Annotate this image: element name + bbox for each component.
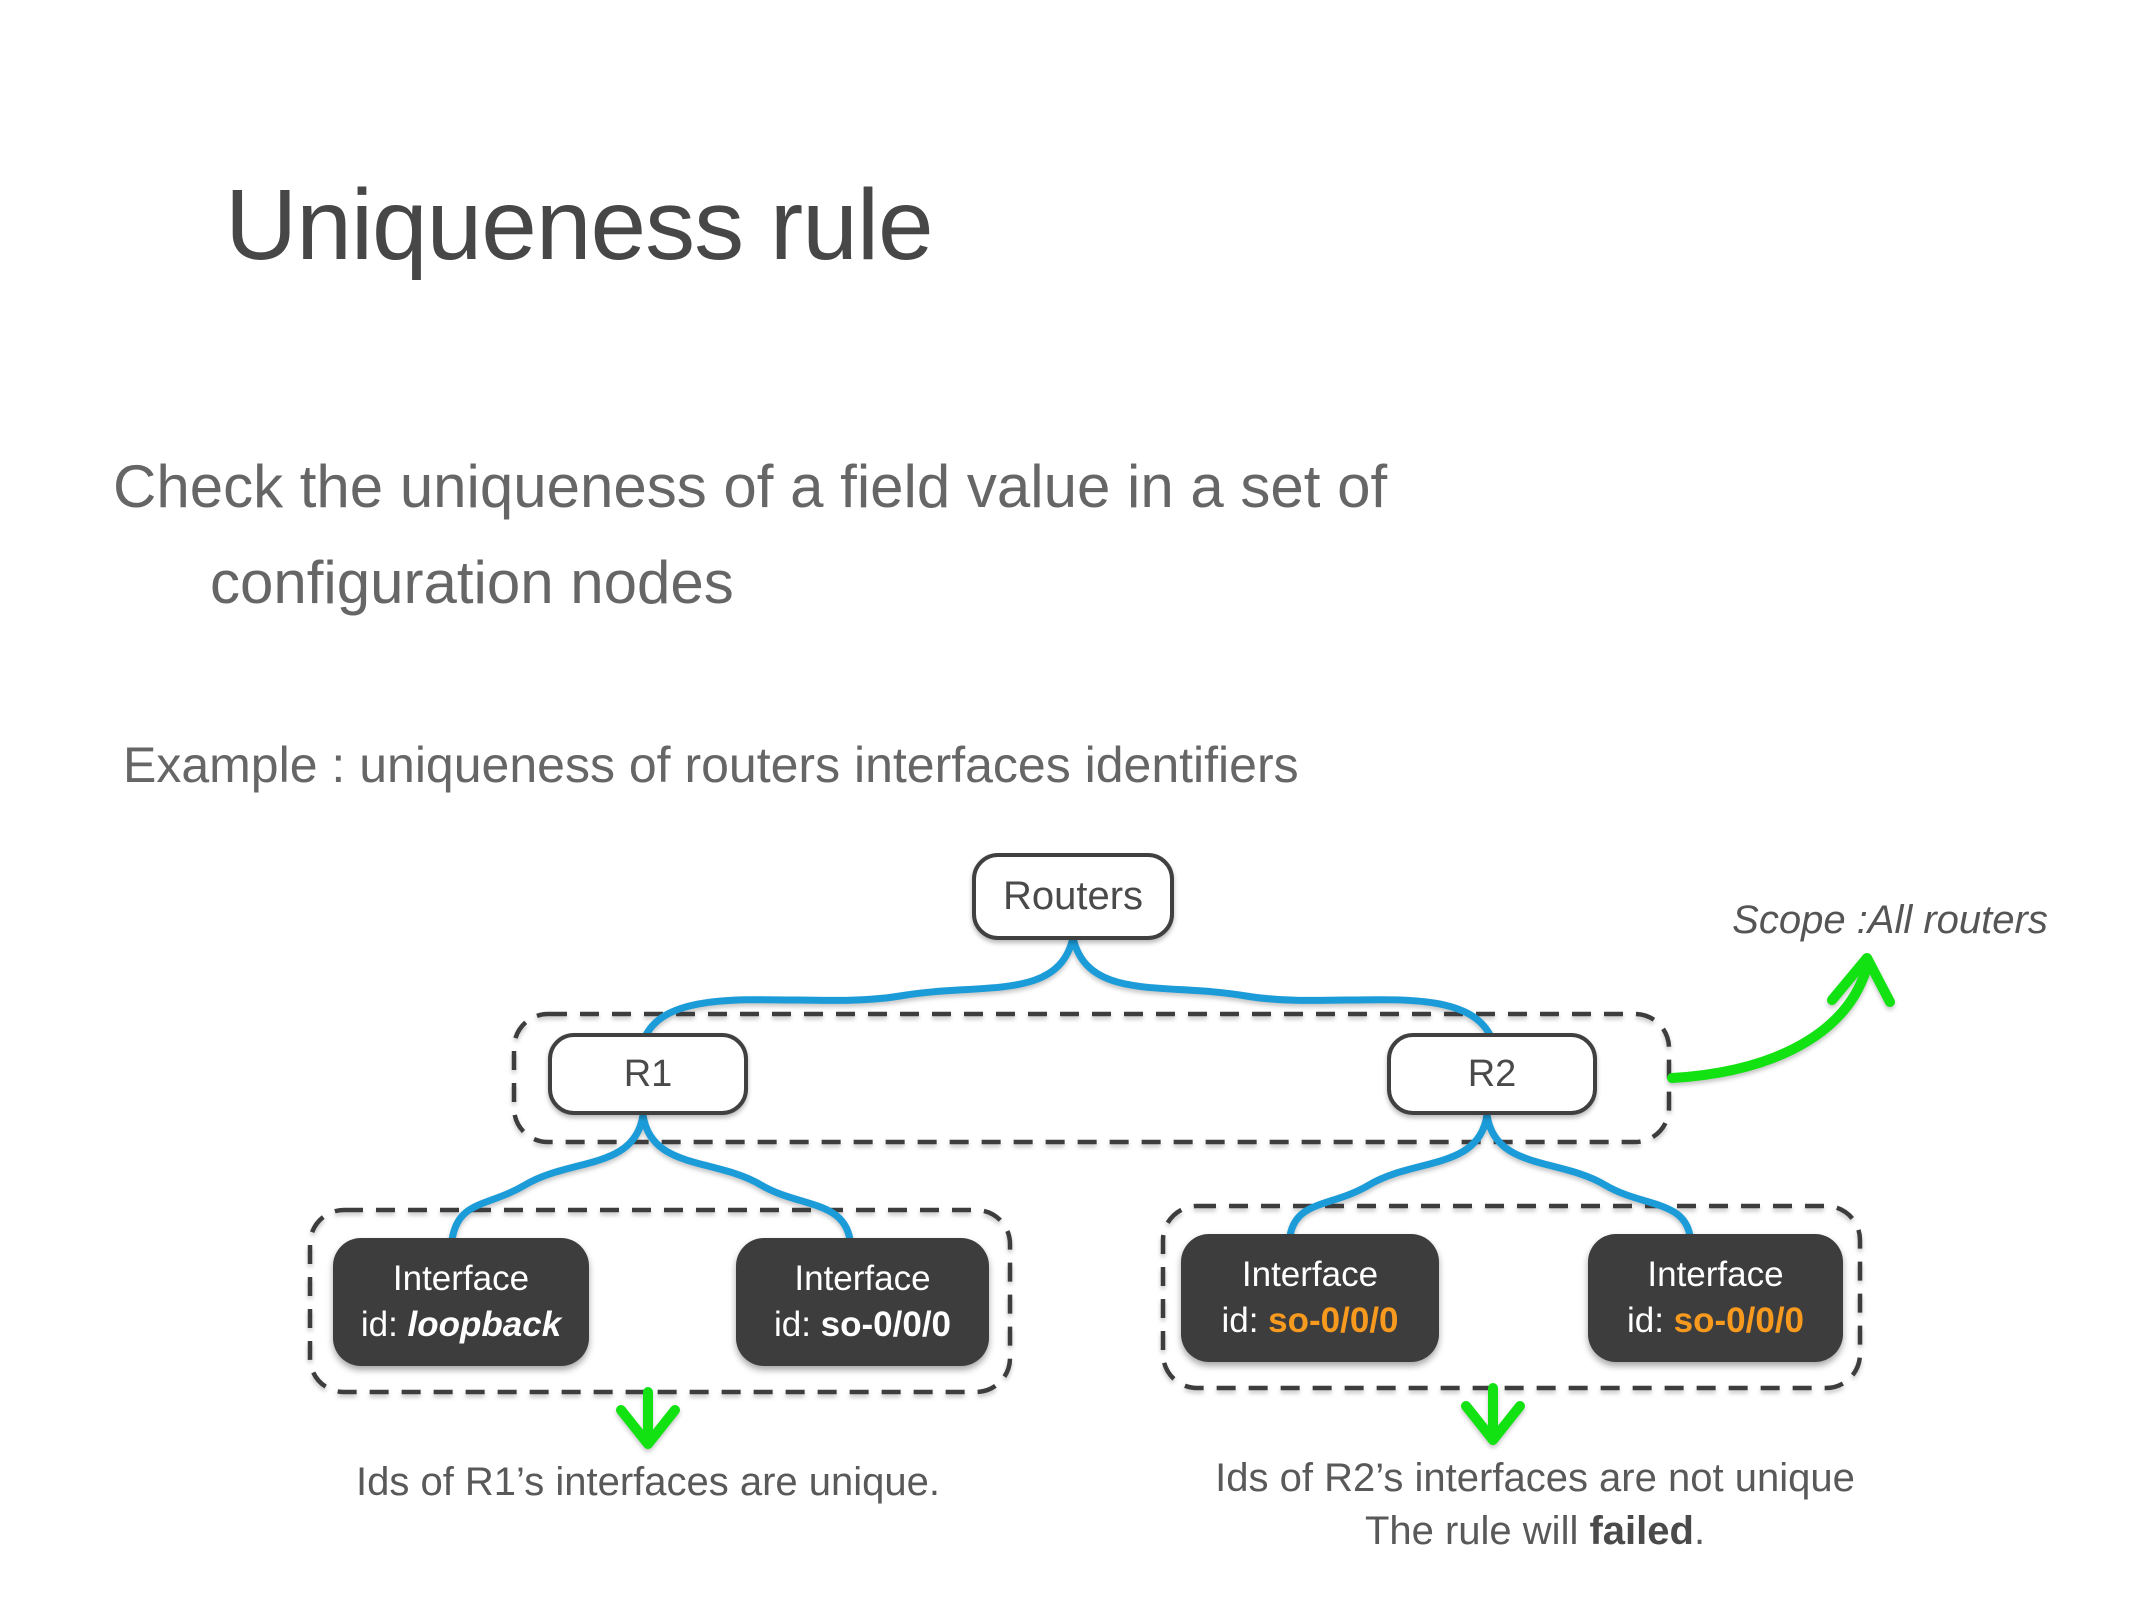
interface-node-r2-so000-first: Interface id: so-0/0/0 (1181, 1234, 1439, 1362)
r2-caption-line2: The rule will failed. (1364, 1508, 1706, 1553)
body-text-line1: Check the uniqueness of a field value in… (113, 453, 1388, 520)
interface-id-line: id: so-0/0/0 (1221, 1301, 1399, 1340)
scope-arrow-head-icon (1827, 953, 1895, 1007)
interface-node-r1-loopback: Interface id: loopback (333, 1238, 589, 1366)
interface-title: Interface (1241, 1254, 1379, 1294)
r1-unique-down-arrow-icon (616, 1387, 680, 1449)
interface-id-line: id: so-0/0/0 (1626, 1301, 1805, 1340)
interface-id-line: id: so-0/0/0 (773, 1305, 952, 1344)
interface-id-value: loopback (407, 1305, 562, 1344)
r2-not-unique-down-arrow-icon (1461, 1383, 1525, 1445)
r1-unique-caption: Ids of R1’s interfaces are unique. (355, 1460, 941, 1504)
interface-node-r2-so000-second: Interface id: so-0/0/0 (1588, 1234, 1843, 1362)
interface-id-value: so-0/0/0 (820, 1305, 952, 1344)
body-text-line2: configuration nodes (210, 549, 734, 616)
r2-not-unique-caption: Ids of R2’s interfaces are not unique Th… (1135, 1452, 1935, 1558)
example-label: Example : uniqueness of routers interfac… (123, 737, 1299, 793)
slide-title: Uniqueness rule (225, 169, 934, 281)
connector-r1-to-interface1 (448, 1111, 647, 1244)
connector-r2-to-interface3 (1286, 1111, 1491, 1240)
r2-caption-line1: Ids of R2’s interfaces are not unique (1215, 1456, 1855, 1500)
routers-root-node: Routers (972, 853, 1174, 940)
r2-interfaces-dashed-frame (1160, 1203, 1863, 1391)
router-node-r2: R2 (1387, 1033, 1597, 1115)
connector-routers-to-r2 (1069, 934, 1494, 1039)
interface-node-r1-so000: Interface id: so-0/0/0 (736, 1238, 989, 1366)
failed-word: failed (1589, 1508, 1694, 1553)
scope-annotation: Scope :All routers (1732, 898, 2048, 942)
interface-title: Interface (794, 1258, 931, 1298)
routers-root-label: Routers (1002, 874, 1144, 918)
router-r1-label: R1 (623, 1052, 673, 1095)
router-r2-label: R2 (1467, 1052, 1517, 1095)
interface-id-line: id: loopback (360, 1305, 562, 1344)
r1-interfaces-dashed-frame (307, 1207, 1013, 1395)
connector-routers-to-r1 (642, 934, 1077, 1039)
interface-title: Interface (392, 1258, 530, 1298)
router-node-r1: R1 (548, 1033, 748, 1115)
connector-r2-to-interface4 (1483, 1111, 1694, 1240)
interface-id-value-duplicate: so-0/0/0 (1268, 1301, 1399, 1340)
interface-title: Interface (1647, 1254, 1784, 1294)
interface-id-value-duplicate: so-0/0/0 (1673, 1301, 1805, 1340)
scope-arrow-curve (1667, 965, 1871, 1083)
connector-r1-to-interface2 (639, 1111, 854, 1244)
